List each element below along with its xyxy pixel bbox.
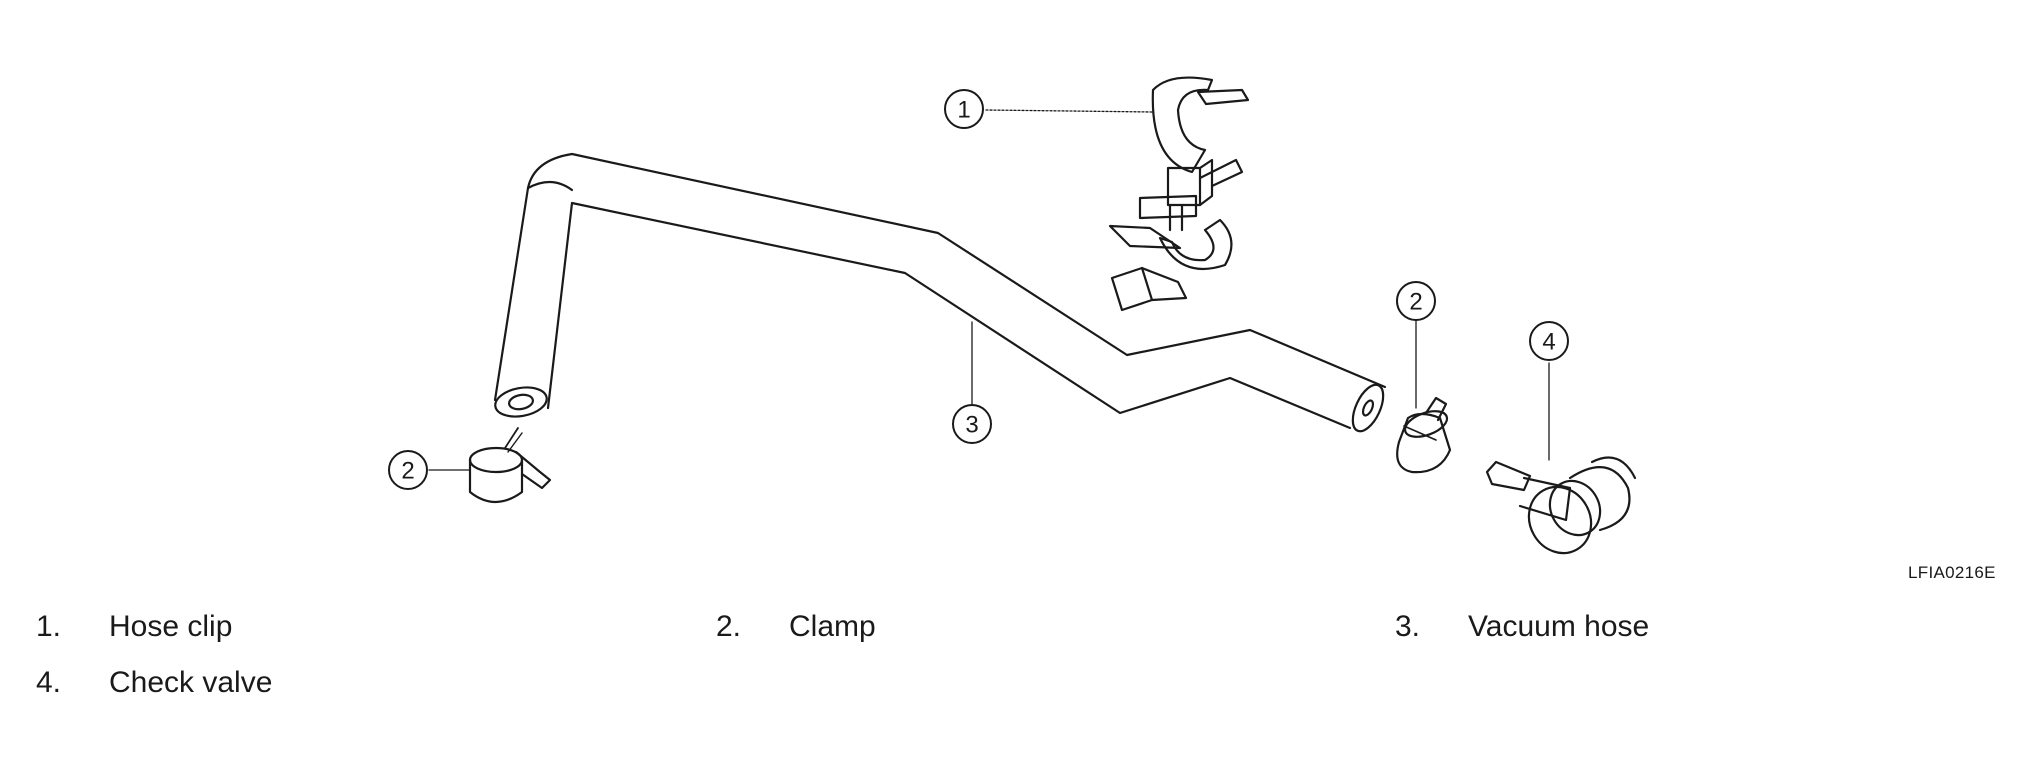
callout-3-circle <box>952 404 992 444</box>
legend-number: 2. <box>716 610 742 643</box>
callout-1-circle <box>944 89 984 129</box>
legend-label: Vacuum hose <box>1468 610 1650 643</box>
check-valve <box>1485 456 1637 555</box>
figure-code: LFIA0216E <box>1908 563 1996 582</box>
callout-2-left-circle <box>388 450 428 490</box>
legend-label: Check valve <box>109 666 273 699</box>
callout-4-circle <box>1529 321 1569 361</box>
callout-2-right-circle <box>1396 281 1436 321</box>
callout-3-label: 3 <box>965 412 978 439</box>
clamp-left <box>468 427 552 504</box>
callouts <box>388 89 1569 490</box>
hose-clip <box>1108 76 1250 312</box>
legend-number: 3. <box>1395 610 1421 643</box>
legend-label: Clamp <box>789 610 876 643</box>
parts-diagram: 1 2 3 2 4 <box>388 76 1637 555</box>
callout-2-right-label: 2 <box>1409 289 1422 316</box>
legend-number: 1. <box>36 610 62 643</box>
legend-label: Hose clip <box>109 610 233 643</box>
callout-4-label: 4 <box>1542 329 1555 356</box>
callout-2-left-label: 2 <box>401 458 414 485</box>
vacuum-hose <box>493 152 1387 433</box>
leader-lines <box>428 109 1550 471</box>
legend-number: 4. <box>36 666 62 699</box>
clamp-right <box>1396 396 1452 474</box>
callout-1-label: 1 <box>957 97 970 124</box>
